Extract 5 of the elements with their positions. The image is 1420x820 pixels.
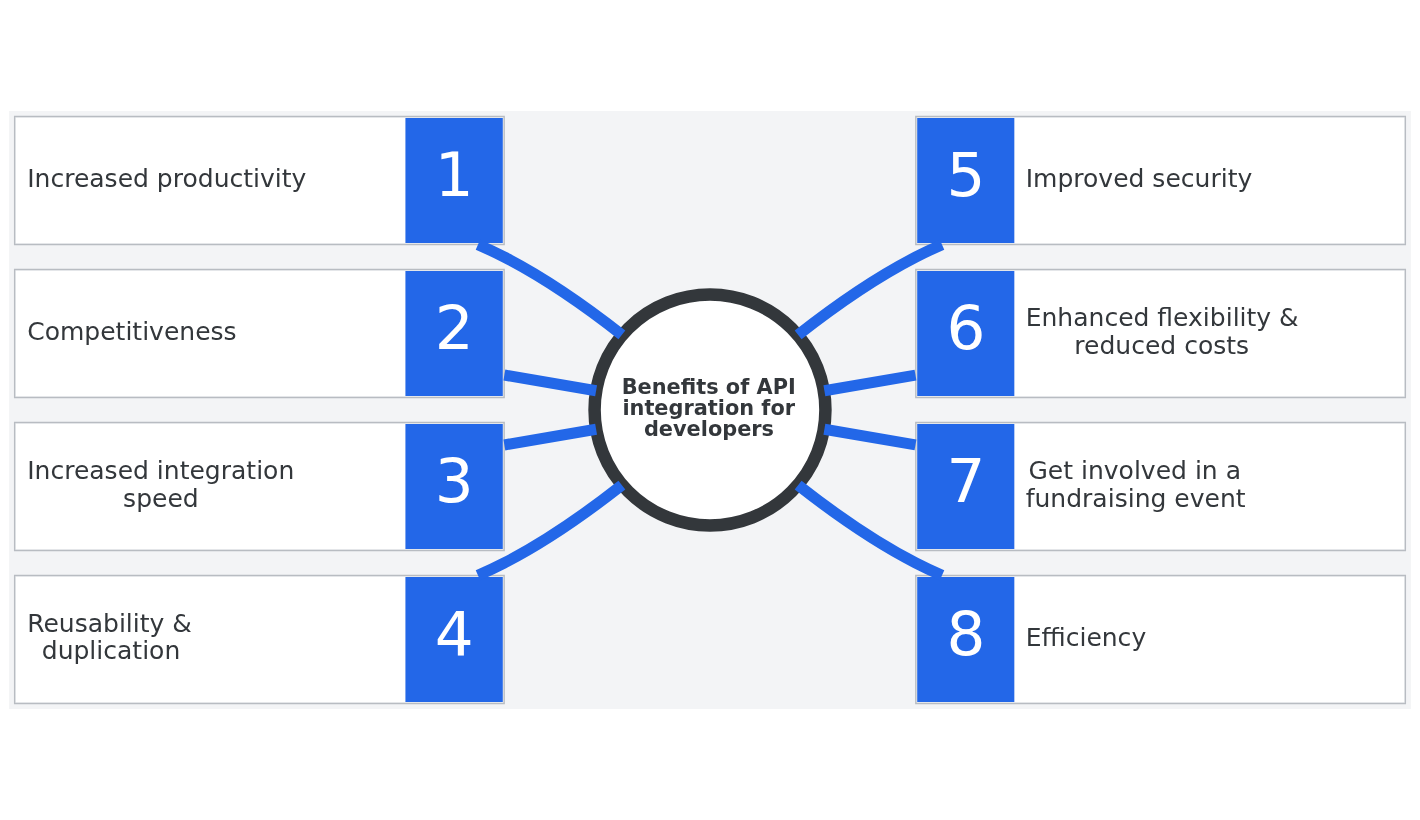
- node-circle: Benefits of API integration for developers: [588, 288, 832, 532]
- connector: [503, 423, 598, 451]
- connector: [503, 369, 598, 397]
- connector: [823, 369, 917, 397]
- connector: [823, 423, 917, 451]
